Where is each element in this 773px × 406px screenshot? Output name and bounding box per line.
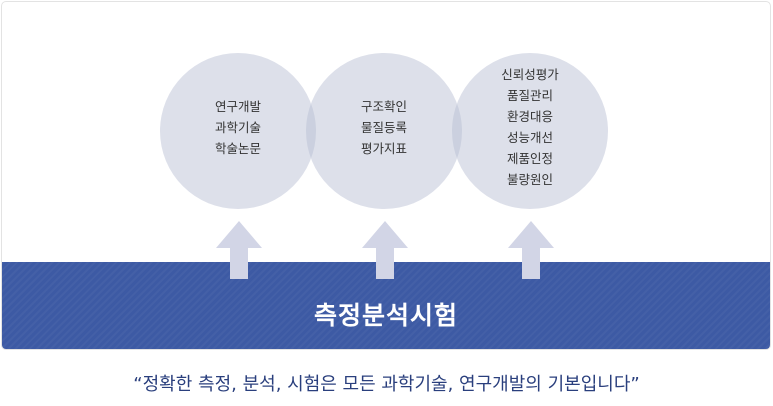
circle-right-line: 성능개선 bbox=[506, 130, 553, 145]
circle-right-line: 품질관리 bbox=[506, 88, 553, 103]
up-arrow-icon bbox=[362, 221, 408, 279]
circle-right-labels: 신뢰성평가 품질관리 환경대응 성능개선 제품인정 불량원인 bbox=[460, 64, 600, 190]
diagram-panel: 연구개발 과학기술 학술논문 구조확인 물질등록 평가지표 신뢰성평가 품질관리… bbox=[1, 1, 771, 350]
circle-middle-labels: 구조확인 물질등록 평가지표 bbox=[314, 96, 454, 159]
venn-diagram bbox=[160, 53, 608, 209]
up-arrow-icon bbox=[508, 221, 554, 279]
up-arrow-icon bbox=[216, 221, 262, 279]
circle-left-line: 연구개발 bbox=[214, 99, 261, 114]
circle-right bbox=[452, 53, 608, 209]
base-title: 측정분석시험 bbox=[313, 301, 458, 330]
circle-right-line: 불량원인 bbox=[506, 172, 553, 187]
circle-left-labels: 연구개발 과학기술 학술논문 bbox=[168, 96, 308, 159]
circle-middle bbox=[306, 53, 462, 209]
circle-right-line: 환경대응 bbox=[506, 109, 553, 124]
circle-middle-line: 물질등록 bbox=[360, 120, 407, 135]
circle-middle-line: 평가지표 bbox=[360, 141, 407, 156]
circle-left-line: 과학기술 bbox=[214, 120, 261, 135]
circle-right-line: 신뢰성평가 bbox=[501, 67, 559, 82]
circle-left bbox=[160, 53, 316, 209]
circle-right-line: 제품인정 bbox=[506, 151, 553, 166]
circle-left-line: 학술논문 bbox=[214, 141, 261, 156]
quote-text: “정확한 측정, 분석, 시험은 모든 과학기술, 연구개발의 기본입니다” bbox=[133, 374, 640, 395]
circle-middle-line: 구조확인 bbox=[360, 99, 407, 114]
